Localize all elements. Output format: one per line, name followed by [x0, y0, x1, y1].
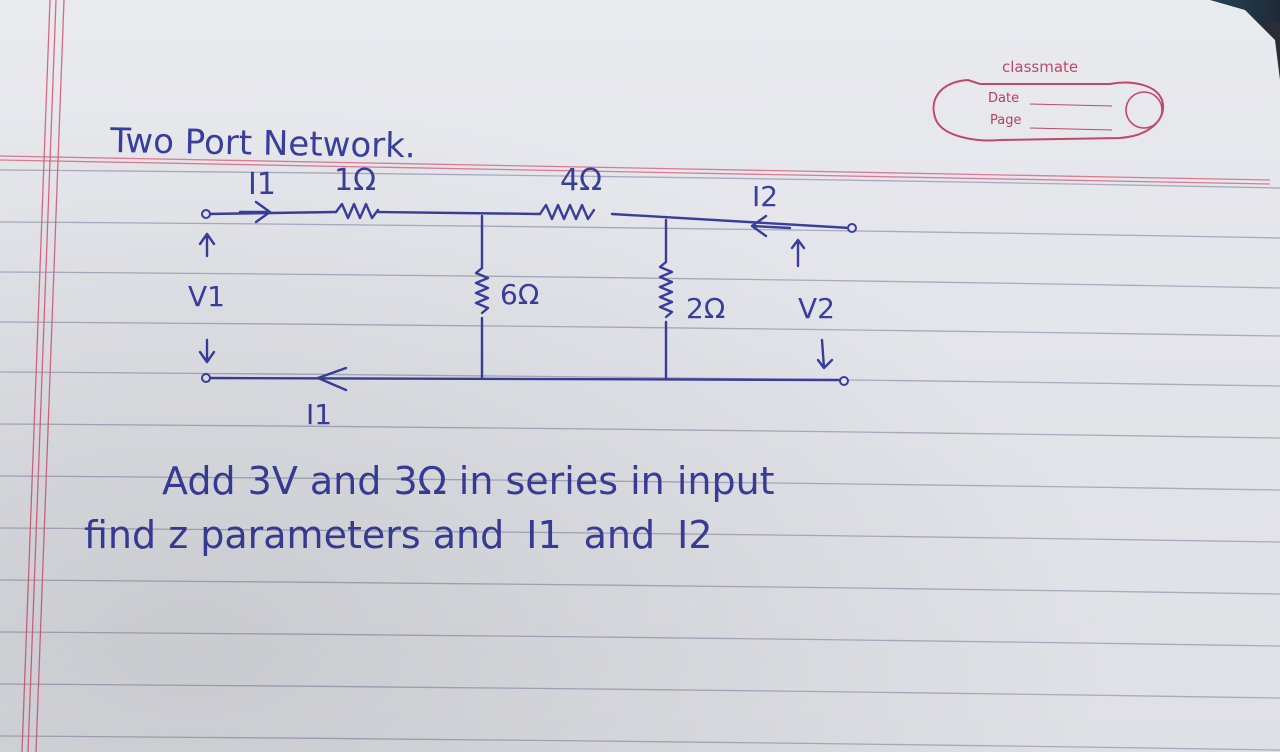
- question-line-2-main: find z parameters and: [84, 513, 504, 557]
- terminal-input-top: [201, 209, 211, 219]
- page-label: Page: [990, 113, 1021, 128]
- question-i1: I1: [526, 513, 561, 557]
- top-wire-middle: [376, 210, 542, 216]
- label-i1-bottom: I1: [306, 398, 332, 431]
- ruled-lines: [0, 169, 1280, 751]
- top-wire-right: [610, 212, 852, 230]
- terminal-output-top: [847, 223, 857, 233]
- terminal-output-bottom: [839, 376, 849, 386]
- circuit-diagram: [198, 200, 852, 392]
- question-i2: I2: [677, 513, 712, 557]
- question-line-1: Add 3V and 3Ω in series in input: [162, 459, 775, 503]
- stamp-swirl: [1125, 91, 1163, 129]
- question-and: and: [584, 513, 656, 557]
- date-line: [1029, 103, 1113, 107]
- i1-arrow: [238, 200, 272, 224]
- label-2ohm: 2Ω: [686, 292, 725, 325]
- label-v2: V2: [798, 292, 835, 325]
- v1-down-arrow: [198, 338, 216, 364]
- bottom-wire: [204, 376, 842, 382]
- v1-up-arrow: [198, 232, 216, 258]
- i2-arrow: [750, 214, 792, 238]
- terminal-input-bottom: [201, 373, 211, 383]
- top-wire-left: [204, 210, 338, 216]
- resistor-6ohm: [474, 266, 490, 315]
- resistor-2ohm: [658, 260, 674, 319]
- classmate-stamp: classmate Date Page: [932, 58, 1165, 142]
- page-line: [1029, 127, 1113, 131]
- date-label: Date: [988, 91, 1019, 106]
- resistor-4ohm: [538, 203, 596, 221]
- label-1ohm: 1Ω: [334, 163, 376, 198]
- label-i1: I1: [248, 167, 276, 202]
- brand-logo-text: classmate: [1002, 58, 1078, 76]
- page-heading: Two Port Network.: [109, 121, 416, 166]
- question-line-2: find z parameters and I1 and I2: [84, 513, 713, 557]
- label-6ohm: 6Ω: [500, 278, 539, 311]
- label-v1: V1: [188, 280, 225, 313]
- label-i2: I2: [752, 180, 778, 213]
- margin-lines: [21, 0, 65, 752]
- label-4ohm: 4Ω: [560, 163, 602, 198]
- terminals: [201, 209, 857, 386]
- stamp-frame: [932, 78, 1165, 142]
- v2-down-arrow: [816, 338, 834, 370]
- i1-return-arrow: [316, 366, 348, 392]
- resistor-1ohm: [334, 202, 380, 220]
- v2-up-arrow: [790, 238, 806, 268]
